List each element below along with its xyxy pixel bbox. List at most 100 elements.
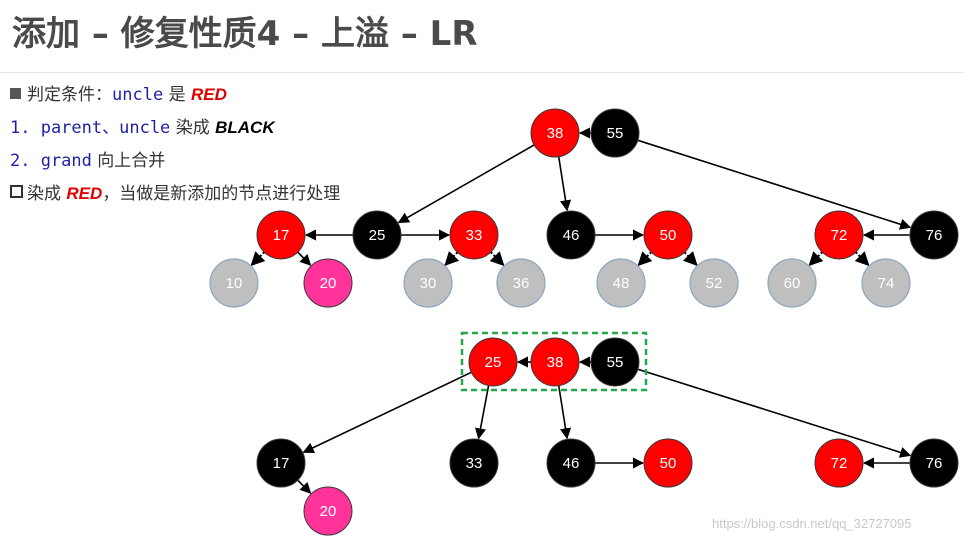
bottom-node-label-38: 38: [547, 354, 564, 371]
top-node-label-50: 50: [660, 227, 677, 244]
edge-t17-t20: [297, 251, 312, 266]
top-node-55: 55: [590, 108, 640, 158]
bottom-node-76: 76: [909, 438, 959, 488]
bottom-node-label-25: 25: [485, 354, 502, 371]
top-node-20: 20: [303, 258, 353, 308]
top-node-circle-72: [814, 210, 864, 260]
bullet-step-2-code: 2. grand: [10, 151, 92, 171]
bullet-step-1-accent: BLACK: [215, 118, 275, 137]
empty-square-icon: [10, 185, 23, 198]
bottom-node-label-55: 55: [607, 354, 624, 371]
bottom-node-label-72: 72: [831, 455, 848, 472]
filled-square-icon: [10, 88, 21, 99]
top-node-circle-10: [209, 258, 259, 308]
edge-t55-t76: [637, 139, 912, 230]
top-node-circle-38: [530, 108, 580, 158]
edge-b25-b17: [302, 371, 472, 453]
top-node-72: 72: [814, 210, 864, 260]
top-node-circle-20: [303, 258, 353, 308]
top-node-label-17: 17: [273, 227, 290, 244]
edge-t33-t36: [489, 251, 505, 267]
top-node-10: 10: [209, 258, 259, 308]
bullet-condition-prefix: 判定条件：: [27, 85, 112, 105]
top-node-label-10: 10: [226, 275, 243, 292]
top-node-label-76: 76: [926, 227, 943, 244]
top-node-52: 52: [689, 258, 739, 308]
bullet-step-2: 2. grand 向上合并: [10, 146, 165, 171]
top-node-label-33: 33: [466, 227, 483, 244]
top-node-label-72: 72: [831, 227, 848, 244]
top-node-33: 33: [449, 210, 499, 260]
top-node-circle-52: [689, 258, 739, 308]
page-title: 添加 – 修复性质4 – 上溢 – LR: [12, 14, 478, 54]
top-node-circle-30: [403, 258, 453, 308]
top-node-76: 76: [909, 210, 959, 260]
top-node-circle-46: [546, 210, 596, 260]
top-node-25: 25: [352, 210, 402, 260]
bullet-step-1: 1. parent、uncle 染成 BLACK: [10, 113, 275, 138]
top-node-46: 46: [546, 210, 596, 260]
bottom-node-55: 55: [590, 337, 640, 387]
top-node-circle-33: [449, 210, 499, 260]
bullet-recolor-prefix: 染成: [27, 184, 67, 204]
bullet-condition: 判定条件：uncle 是 RED: [10, 80, 227, 105]
edge-t50-t48: [637, 251, 653, 267]
top-node-label-48: 48: [613, 275, 630, 292]
top-node-circle-60: [767, 258, 817, 308]
top-node-label-20: 20: [320, 275, 337, 292]
bottom-node-circle-17: [256, 438, 306, 488]
top-node-label-52: 52: [706, 275, 723, 292]
watermark: https://blog.csdn.net/qq_32727095: [712, 516, 912, 531]
top-node-50: 50: [643, 210, 693, 260]
edge-t38-t25: [397, 144, 535, 224]
bullet-condition-mid: 是: [163, 85, 191, 105]
bottom-node-circle-38: [530, 337, 580, 387]
bottom-node-circle-72: [814, 438, 864, 488]
bullet-step-1-mid: 染成: [170, 118, 216, 138]
top-node-label-25: 25: [369, 227, 386, 244]
bottom-node-circle-50: [643, 438, 693, 488]
top-node-74: 74: [861, 258, 911, 308]
bottom-node-circle-76: [909, 438, 959, 488]
edge-t72-t74: [854, 251, 870, 267]
top-node-38: 38: [530, 108, 580, 158]
edge-t72-t60: [808, 251, 824, 267]
bottom-node-circle-55: [590, 337, 640, 387]
bottom-node-33: 33: [449, 438, 499, 488]
bottom-node-72: 72: [814, 438, 864, 488]
edge-b25-b33: [474, 385, 490, 440]
top-node-circle-50: [643, 210, 693, 260]
bottom-node-38: 38: [530, 337, 580, 387]
top-node-36: 36: [496, 258, 546, 308]
top-node-circle-74: [861, 258, 911, 308]
edge-b55-b76: [637, 368, 912, 458]
bullet-recolor-accent: RED: [66, 184, 103, 203]
bullet-recolor-suffix: ，当做是新添加的节点进行处理: [102, 184, 341, 204]
bullet-condition-code: uncle: [112, 85, 164, 105]
top-node-label-60: 60: [784, 275, 801, 292]
bottom-node-20: 20: [303, 486, 353, 536]
top-node-label-55: 55: [607, 125, 624, 142]
bottom-node-label-46: 46: [563, 455, 580, 472]
bottom-node-46: 46: [546, 438, 596, 488]
top-node-circle-76: [909, 210, 959, 260]
top-node-30: 30: [403, 258, 453, 308]
top-node-label-36: 36: [513, 275, 530, 292]
top-node-label-46: 46: [563, 227, 580, 244]
top-node-label-38: 38: [547, 125, 564, 142]
top-node-circle-25: [352, 210, 402, 260]
top-node-circle-55: [590, 108, 640, 158]
bottom-node-50: 50: [643, 438, 693, 488]
top-node-circle-48: [596, 258, 646, 308]
bottom-node-circle-46: [546, 438, 596, 488]
top-node-label-30: 30: [420, 275, 437, 292]
bottom-node-label-76: 76: [926, 455, 943, 472]
bullet-step-1-code: 1. parent、uncle: [10, 118, 171, 138]
top-node-circle-36: [496, 258, 546, 308]
merged-node-highlight: [460, 331, 648, 392]
bottom-node-circle-33: [449, 438, 499, 488]
bottom-node-label-50: 50: [660, 455, 677, 472]
bottom-node-circle-25: [468, 337, 518, 387]
edge-b17-b20: [297, 479, 312, 494]
